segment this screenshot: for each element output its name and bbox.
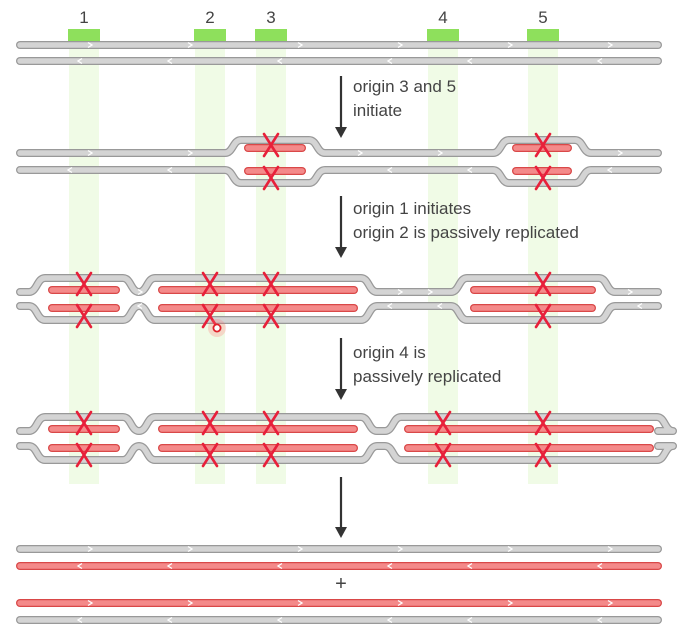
step-1-caption-line-2: initiate <box>353 101 402 120</box>
cursor-marker <box>208 319 226 337</box>
step-arrows <box>335 76 347 538</box>
step-captions: origin 3 and 5 initiate origin 1 initiat… <box>353 77 579 386</box>
stage-2-mark-origin-3-upper <box>262 132 280 158</box>
origin-box-2 <box>194 29 226 41</box>
stage-2-bottom-strand <box>16 166 662 187</box>
origin-bands <box>69 36 558 484</box>
stage-3-bottom-strand <box>16 302 662 324</box>
stage-2-top-direction <box>87 149 624 157</box>
daughter-2-new-direction <box>87 599 614 607</box>
origin-band-5 <box>528 36 558 484</box>
stage-4-mark-5-lower <box>534 442 552 468</box>
stage-3-mark-1-upper <box>75 271 93 297</box>
stage-4-mark-1-upper <box>75 410 93 436</box>
stage-3-mark-4-lower <box>534 303 552 329</box>
stage-2-top-strand <box>16 136 662 157</box>
stage-4-top-strand <box>16 413 677 435</box>
stage-4-bottom-strand <box>16 442 677 464</box>
daughter-1-direction <box>87 545 614 553</box>
origin-box-1 <box>68 29 100 41</box>
stage-4-mark-4-upper <box>434 410 452 436</box>
origin-label-3: 3 <box>266 8 275 27</box>
step-arrow-3 <box>335 338 347 400</box>
daughter-2-direction <box>76 616 603 624</box>
stage-3-mark-3-upper <box>262 271 280 297</box>
origin-box-5 <box>527 29 559 41</box>
origin-boxes <box>68 29 559 41</box>
step-2-caption-line-2: origin 2 is passively replicated <box>353 223 579 242</box>
stage-3-mark-2-lower <box>201 303 219 329</box>
step-arrow-2 <box>335 196 347 258</box>
stage-4-mark-3-upper <box>262 410 280 436</box>
origin-band-2 <box>195 36 225 484</box>
stage-2-mark-origin-3-lower <box>262 165 280 191</box>
stage-1-top-direction <box>87 41 614 49</box>
stage-4-mark-2-upper <box>201 410 219 436</box>
step-2-caption-line-1: origin 1 initiates <box>353 199 471 218</box>
inactivation-marks <box>75 132 552 468</box>
step-3-caption-line-2: passively replicated <box>353 367 501 386</box>
stage-4-mark-2-lower <box>201 442 219 468</box>
origin-label-1: 1 <box>79 8 88 27</box>
stage-4-mark-3-lower <box>262 442 280 468</box>
plus-sign: + <box>335 573 347 595</box>
origin-band-4 <box>428 36 458 484</box>
origin-label-2: 2 <box>205 8 214 27</box>
step-3-caption-line-1: origin 4 is <box>353 343 426 362</box>
origin-label-4: 4 <box>438 8 447 27</box>
origin-box-3 <box>255 29 287 41</box>
stage-3-mark-1-lower <box>75 303 93 329</box>
stage-2-mark-origin-5-upper <box>534 132 552 158</box>
stage-4-mark-1-lower <box>75 442 93 468</box>
stage-3-bottom-direction <box>136 302 643 310</box>
stage-3-mark-2-upper <box>201 271 219 297</box>
stage-3-top-strand <box>16 274 662 296</box>
stage-2-bottom-direction <box>66 166 613 174</box>
origin-band-1 <box>69 36 99 484</box>
origin-box-4 <box>427 29 459 41</box>
stage-1-bottom-direction <box>76 57 603 65</box>
origin-labels: 1 2 3 4 5 <box>79 8 547 27</box>
daughter-1-new-direction <box>76 562 603 570</box>
step-1-caption-line-1: origin 3 and 5 <box>353 77 456 96</box>
dna-stages <box>16 41 677 624</box>
step-arrow-4 <box>335 477 347 538</box>
stage-3-top-direction <box>137 288 634 296</box>
origin-label-5: 5 <box>538 8 547 27</box>
origin-band-3 <box>256 36 286 484</box>
stage-3-mark-3-lower <box>262 303 280 329</box>
stage-4-mark-5-upper <box>534 410 552 436</box>
stage-4-mark-4-lower <box>434 442 452 468</box>
stage-3-mark-4-upper <box>534 271 552 297</box>
step-arrow-1 <box>335 76 347 138</box>
stage-2-mark-origin-5-lower <box>534 165 552 191</box>
cursor-dot <box>212 323 222 333</box>
